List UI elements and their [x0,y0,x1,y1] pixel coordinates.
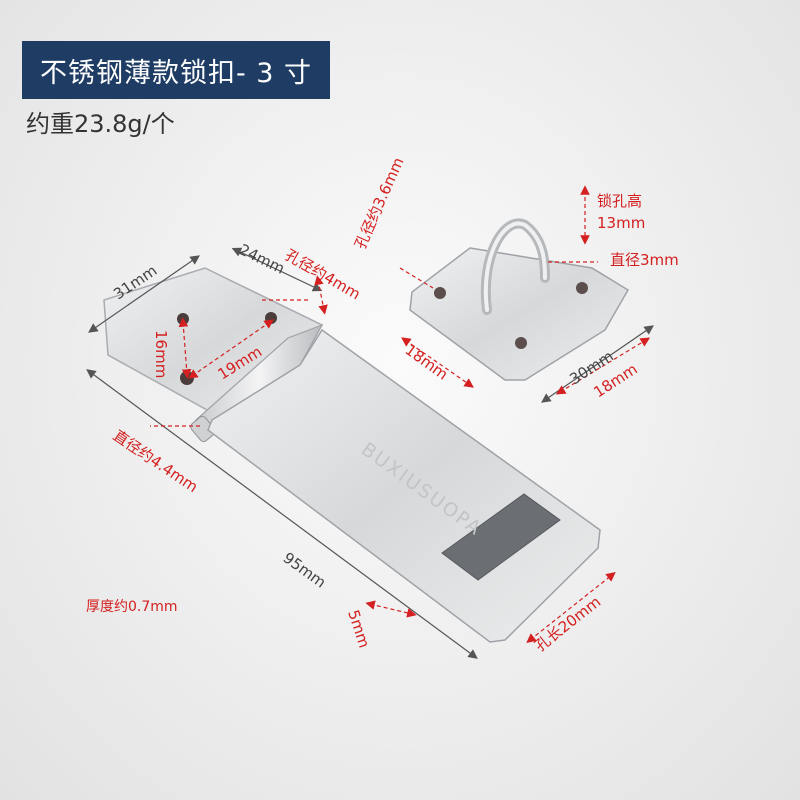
overall-length-label: 95mm [280,549,330,592]
weight-label: 约重23.8g/个 [26,110,175,138]
mount-hole-icon [265,312,277,324]
staple-side-a-label: 18mm [402,341,452,384]
staple-hole-icon [576,282,588,294]
lock-hole-height-title: 锁孔高 [597,192,642,210]
pin-diameter-label: 直径约4.4mm [110,426,201,496]
staple-hole-diameter-label: 孔径约3.6mm [351,155,407,252]
hinge-length-label: 24mm [236,240,287,277]
page-title: 不锈钢薄款锁扣- 3 寸 [39,57,313,89]
red-dimension-lines [150,185,651,643]
title-badge: 不锈钢薄款锁扣- 3 寸 [22,41,330,99]
hole-spacing-vertical-label: 16mm [152,330,170,378]
slot-margin-label: 5mm [344,608,373,650]
staple-hole-icon [434,287,446,299]
mount-hole-diameter-label: 孔径约4mm [282,246,364,303]
staple-hole-icon [515,337,527,349]
lock-hole-height-value: 13mm [597,214,645,232]
loop-diameter-label: 直径3mm [610,251,679,269]
